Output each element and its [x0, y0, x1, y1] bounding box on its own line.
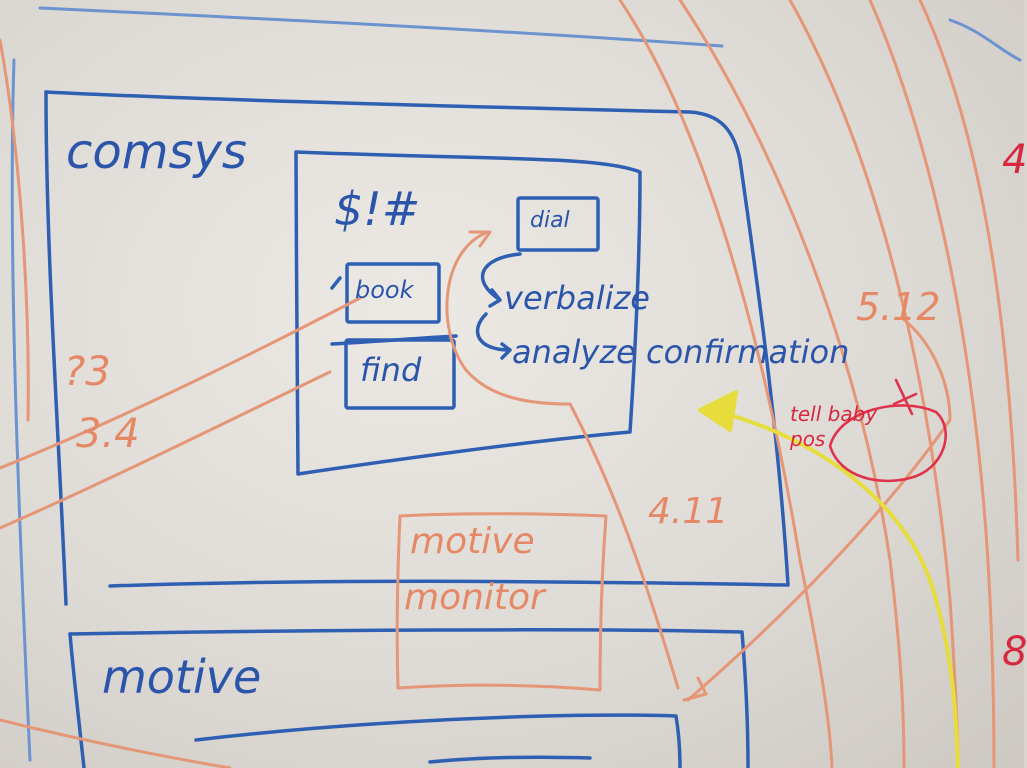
- verbalize-label: verbalize: [504, 279, 650, 317]
- inner-module-box: [294, 150, 642, 476]
- symbols-label: $!#: [334, 182, 421, 236]
- find-top-line: [330, 334, 458, 346]
- top-border-line: [38, 6, 724, 48]
- orange-curve-3: [788, 0, 960, 768]
- orange-curve-1: [618, 0, 834, 768]
- book-label: book: [355, 276, 414, 304]
- red-bubble: [828, 404, 947, 483]
- orange-line-down: [568, 402, 680, 690]
- motive-label: motive: [102, 650, 262, 704]
- motive-box: [68, 628, 750, 768]
- comsys-label: comsys: [66, 124, 247, 180]
- num-34-label: 3.4: [76, 411, 140, 457]
- orange-curve-5: [918, 0, 1020, 562]
- num-411-label: 4.11: [648, 491, 729, 532]
- dial-label: dial: [530, 208, 570, 233]
- edge-8-label: 8: [1002, 629, 1027, 675]
- yellow-arrow: [718, 410, 960, 768]
- orange-line-book: [0, 296, 362, 470]
- verbalize-arrow: [480, 252, 522, 308]
- orange-line-find: [0, 370, 332, 530]
- orange-curve-left: [0, 38, 30, 422]
- num-512-label: 5.12: [856, 285, 941, 329]
- motive-monitor-line2: monitor: [404, 577, 545, 618]
- book-box: [345, 262, 441, 324]
- motive-box-left: [68, 632, 86, 768]
- q3-label: ?3: [64, 349, 111, 395]
- comsys-box: [44, 90, 790, 588]
- left-border-line: [10, 58, 32, 762]
- orange-arrowhead-512: [682, 676, 708, 702]
- yellow-arrowhead: [698, 390, 738, 432]
- loop-arrow: [445, 230, 570, 406]
- motive-inner-text-stroke: [428, 755, 592, 764]
- motive-monitor-box: [395, 512, 608, 692]
- orange-curve-2: [678, 0, 906, 768]
- orange-curve-bottom-left: [0, 718, 232, 768]
- analyze-arrow: [475, 312, 512, 360]
- comsys-box-left: [44, 90, 68, 606]
- motive-inner-box: [194, 713, 682, 768]
- tell-baby-pos-label: tell baby pos: [790, 402, 878, 451]
- dial-box: [516, 196, 600, 252]
- orange-curve-4: [868, 0, 996, 768]
- loop-arrowhead: [468, 230, 492, 248]
- find-label: find: [360, 351, 422, 389]
- top-right-mark: [948, 18, 1022, 62]
- edge-4-label: 4: [1002, 137, 1027, 183]
- book-tick: [330, 276, 342, 290]
- red-asterisk: [892, 378, 918, 416]
- orange-arrow-512: [686, 316, 952, 702]
- motive-monitor-line1: motive: [410, 521, 535, 562]
- analyze-confirmation-label: analyze confirmation: [512, 333, 850, 371]
